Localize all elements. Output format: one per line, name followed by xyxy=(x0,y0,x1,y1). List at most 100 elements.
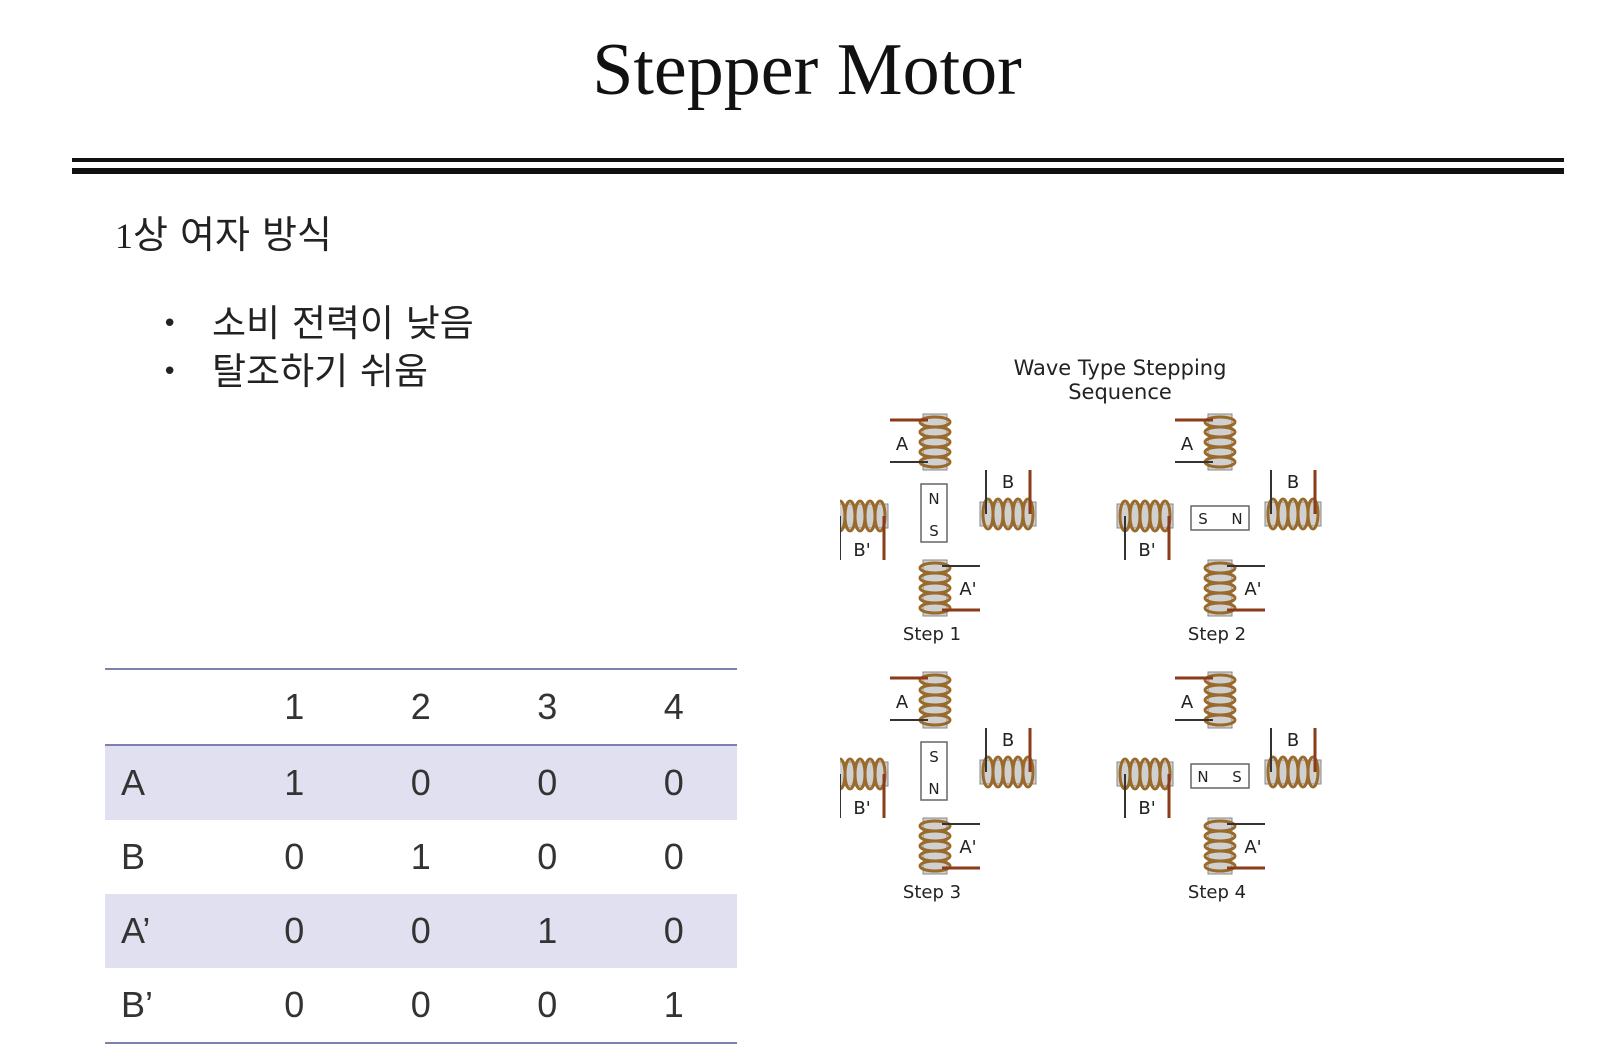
step-diagram: A A' B' B N S Step 4 xyxy=(1116,671,1322,903)
diagram-title: Wave Type Stepping Sequence xyxy=(1013,356,1227,404)
coil-b xyxy=(1264,497,1322,531)
coil-a-prime xyxy=(918,817,952,875)
column-header: 4 xyxy=(663,686,684,727)
coil-label-a: A xyxy=(1181,692,1194,713)
table-row: B 0 1 0 0 xyxy=(105,820,737,894)
coil-label-b: B xyxy=(1287,730,1299,751)
rotor-magnet xyxy=(1190,763,1250,789)
coil-core xyxy=(1207,671,1233,729)
table-cell: 0 xyxy=(537,836,558,877)
coil-label-b: B xyxy=(1002,730,1014,751)
coil-a-prime xyxy=(1203,817,1237,875)
table-row: A’ 0 0 1 0 xyxy=(105,894,737,968)
row-label: A’ xyxy=(105,894,231,968)
table-cell: 0 xyxy=(231,894,358,968)
section-heading: 1상 여자 방식 xyxy=(115,204,332,259)
table-cell: 0 xyxy=(357,745,484,820)
magnet-pole: N xyxy=(1231,510,1242,528)
table-cell: 0 xyxy=(537,984,558,1025)
coil-b xyxy=(979,755,1037,789)
coil-label-a-prime: A' xyxy=(1244,579,1261,600)
step-label: Step 1 xyxy=(903,624,961,645)
coil-b xyxy=(979,497,1037,531)
coil-core xyxy=(979,759,1037,785)
magnet-pole: N xyxy=(928,780,939,798)
table-cell: 0 xyxy=(284,836,305,877)
title-divider-thin xyxy=(72,158,1564,162)
coil-label-b-prime: B' xyxy=(853,798,870,819)
coil-label-b-prime: B' xyxy=(1138,798,1155,819)
coil-winding xyxy=(1021,497,1035,531)
coil-label-a-prime: A' xyxy=(1244,837,1261,858)
bullet-text: 소비 전력이 낮음 xyxy=(212,302,474,345)
magnet-pole: S xyxy=(1198,510,1208,528)
bullet-text: 탈조하기 쉬움 xyxy=(212,350,429,393)
magnet-pole: S xyxy=(929,748,939,766)
row-label: B xyxy=(121,836,146,877)
title-divider-thick xyxy=(72,168,1564,174)
table-cell: 0 xyxy=(610,894,737,968)
column-header: 1 xyxy=(284,686,305,727)
step-label: Step 2 xyxy=(1188,624,1246,645)
coil-winding xyxy=(1021,755,1035,789)
coil-label-b: B xyxy=(1002,472,1014,493)
coil-core xyxy=(1264,759,1322,785)
table-corner-cell xyxy=(105,669,231,745)
coil-label-a-prime: A' xyxy=(959,837,976,858)
bullet-icon: • xyxy=(162,309,178,339)
table-cell: 1 xyxy=(231,745,358,820)
coil-winding xyxy=(918,859,952,873)
coil-label-a: A xyxy=(1181,434,1194,455)
table-cell: 1 xyxy=(410,836,431,877)
step-label: Step 3 xyxy=(903,882,961,903)
coil-core xyxy=(1207,817,1233,875)
coil-label-a: A xyxy=(896,692,909,713)
coil-winding xyxy=(1306,497,1320,531)
step-label: Step 4 xyxy=(1188,882,1246,903)
bullet-list: • 소비 전력이 낮음 • 탈조하기 쉬움 xyxy=(150,300,474,396)
section-heading-text: 상 여자 방식 xyxy=(133,213,332,257)
magnet-pole: S xyxy=(929,522,939,540)
coil-b-prime xyxy=(840,757,889,791)
coil-winding xyxy=(1203,601,1237,615)
coil-core xyxy=(922,817,948,875)
coil-b xyxy=(1264,755,1322,789)
coil-core xyxy=(922,671,948,729)
table-cell: 0 xyxy=(484,745,611,820)
table-cell: 1 xyxy=(663,984,684,1025)
coil-core xyxy=(922,559,948,617)
coil-b-prime xyxy=(1116,757,1174,791)
table-row: B’ 0 0 0 1 xyxy=(105,968,737,1043)
step-diagram: A A' B' B SN Step 3 xyxy=(840,671,1037,903)
coil-winding xyxy=(1203,859,1237,873)
coil-core xyxy=(1116,761,1174,787)
coil-b-prime xyxy=(840,499,889,533)
coil-a xyxy=(918,413,952,471)
coil-label-a: A xyxy=(896,434,909,455)
rotor-magnet xyxy=(920,483,948,543)
magnet-pole: N xyxy=(928,490,939,508)
coil-core xyxy=(1207,413,1233,471)
magnet-pole: N xyxy=(1197,768,1208,786)
coil-core xyxy=(922,413,948,471)
table-cell: 0 xyxy=(610,745,737,820)
coil-label-a-prime: A' xyxy=(959,579,976,600)
coil-label-b-prime: B' xyxy=(853,540,870,561)
coil-core xyxy=(1116,503,1174,529)
coil-a xyxy=(1203,671,1237,729)
row-label: B’ xyxy=(121,984,154,1025)
rotor-magnet xyxy=(920,741,948,801)
column-header: 2 xyxy=(410,686,431,727)
excitation-table: 1 2 3 4 A 1 0 0 0 B 0 1 0 0 A’ 0 0 1 0 B xyxy=(105,668,737,1044)
coil-core xyxy=(1264,501,1322,527)
table-header-row: 1 2 3 4 xyxy=(105,669,737,745)
coil-label-b: B xyxy=(1287,472,1299,493)
page-title: Stepper Motor xyxy=(592,29,1022,111)
rotor-magnet xyxy=(1190,505,1250,531)
magnet-pole: S xyxy=(1232,768,1242,786)
table-cell: 0 xyxy=(410,984,431,1025)
bullet-item: • 소비 전력이 낮음 xyxy=(150,300,474,348)
section-number: 1 xyxy=(115,216,133,256)
